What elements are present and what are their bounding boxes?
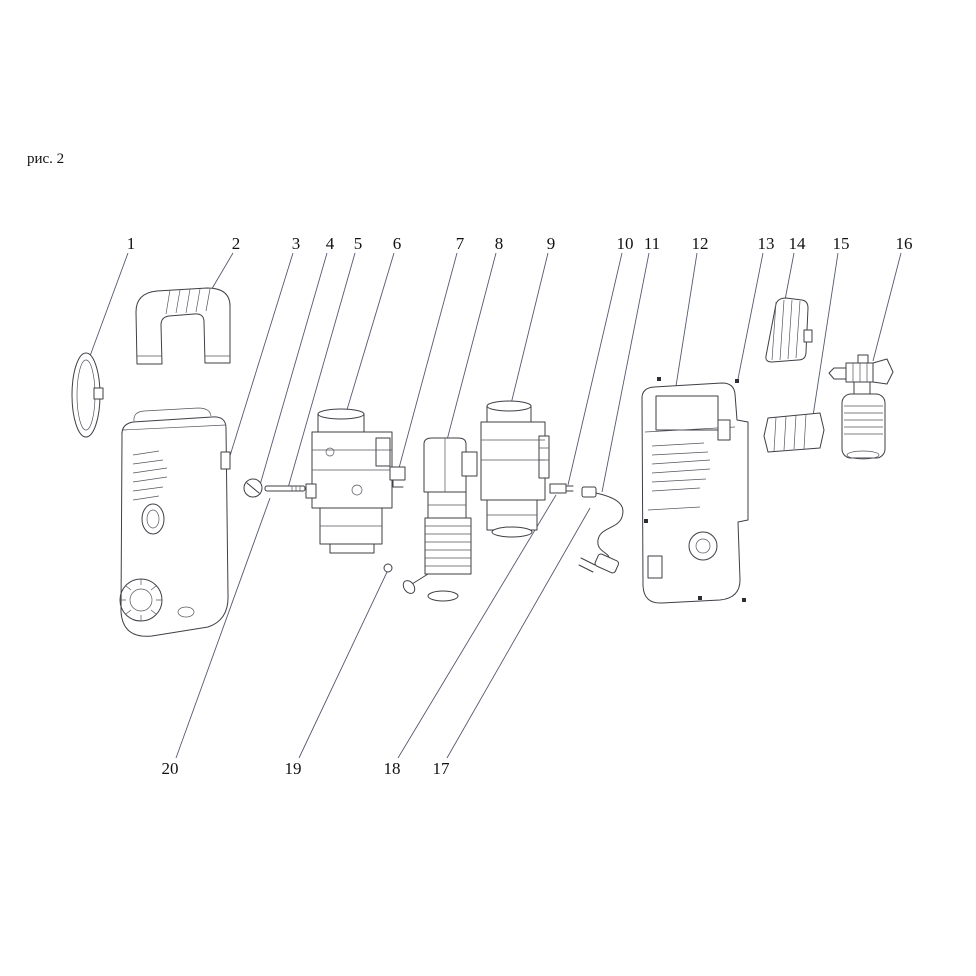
part-pump-assembly xyxy=(402,437,478,602)
part-nut xyxy=(383,563,393,573)
part-carry-handle xyxy=(135,287,231,365)
part-label-2: 2 xyxy=(232,234,241,253)
part-rear-housing xyxy=(641,377,749,604)
part-label-8: 8 xyxy=(495,234,504,253)
part-label-15: 15 xyxy=(833,234,850,253)
part-label-7: 7 xyxy=(456,234,465,253)
part-rail-clip xyxy=(763,412,825,453)
leader-lines xyxy=(89,252,902,759)
part-axle-pin xyxy=(264,485,306,492)
part-nozzle-holder xyxy=(765,297,813,363)
part-number-labels: 1 2 3 4 5 6 7 8 9 10 11 12 13 14 15 16 2… xyxy=(127,234,913,778)
part-label-11: 11 xyxy=(644,234,660,253)
part-cord-grommet xyxy=(581,486,597,498)
part-foam-lance xyxy=(828,354,894,460)
part-knob xyxy=(243,478,263,498)
part-label-14: 14 xyxy=(789,234,807,253)
part-connector-fitting xyxy=(389,466,406,488)
part-label-20: 20 xyxy=(162,759,179,778)
part-main-housing xyxy=(119,407,231,637)
part-label-12: 12 xyxy=(692,234,709,253)
part-label-6: 6 xyxy=(393,234,402,253)
part-motor-assembly xyxy=(305,408,393,554)
part-label-19: 19 xyxy=(285,759,302,778)
part-label-18: 18 xyxy=(384,759,401,778)
part-power-cord xyxy=(578,492,624,574)
figure-caption: рис. 2 xyxy=(27,151,64,167)
part-side-cover xyxy=(71,352,104,438)
part-label-13: 13 xyxy=(758,234,775,253)
part-label-5: 5 xyxy=(354,234,363,253)
part-label-17: 17 xyxy=(433,759,451,778)
part-label-4: 4 xyxy=(326,234,335,253)
part-label-1: 1 xyxy=(127,234,136,253)
part-label-9: 9 xyxy=(547,234,556,253)
part-label-10: 10 xyxy=(617,234,634,253)
part-hose-fitting xyxy=(549,483,574,494)
part-motor-unit xyxy=(480,400,550,538)
part-label-3: 3 xyxy=(292,234,301,253)
part-label-16: 16 xyxy=(896,234,913,253)
